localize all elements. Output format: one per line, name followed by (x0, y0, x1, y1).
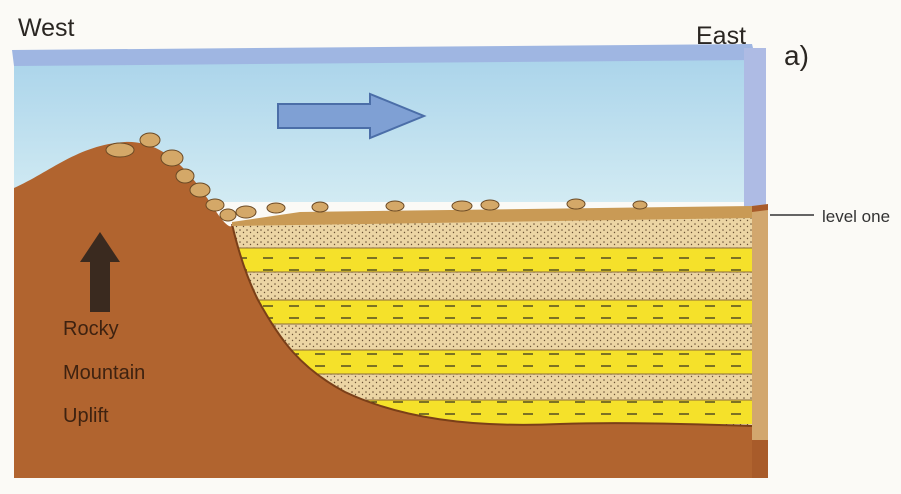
block-side-strata (752, 210, 768, 440)
uplift-label-line-2: Mountain (63, 362, 145, 385)
level-one-label: level one (822, 207, 890, 227)
sky-right-edge (744, 48, 766, 208)
uplift-label-line-3: Uplift (63, 405, 109, 428)
panel-label: a) (784, 40, 809, 72)
east-label: East (696, 22, 746, 51)
uplift-label-line-1: Rocky (63, 318, 119, 341)
west-label: West (18, 14, 75, 43)
